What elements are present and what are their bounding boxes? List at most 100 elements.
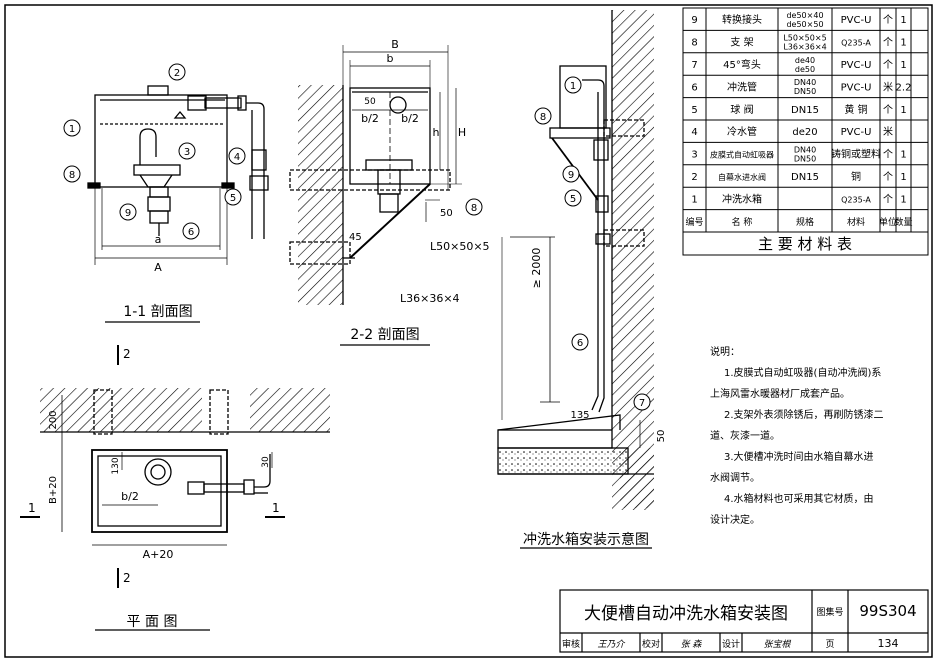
table-cell-spec: L36×36×4 [783,42,826,51]
callout-3: 3 [184,147,190,158]
table-cell-spec: DN40 [794,78,816,87]
table-cell-spec: DN50 [794,87,816,96]
table-cell-no: 8 [691,38,697,49]
dim-50-bracket: 50 [440,208,453,219]
dim-H: H [458,126,466,139]
cut-label-1-right: 1 [272,501,280,515]
table-cell-material: PVC-U [841,60,872,71]
table-cell-spec: de50 [795,65,815,74]
table-cell-spec: DN15 [791,172,819,183]
table-header-cell: 材料 [847,216,865,228]
table-cell-no: 5 [691,105,697,116]
check-label: 校对 [642,638,660,650]
title-block [559,589,929,653]
table-cell-spec: de40 [795,56,815,65]
notes-block: 说明： 1.皮膜式自动虹吸器(自动冲洗阀)系 上海风雷水暖器材厂成套产品。 2.… [710,342,910,531]
dim-30: 30 [261,456,271,468]
label-angle-l50: L50×50×5 [430,240,490,253]
notes-heading: 说明： [710,347,740,358]
table-cell-qty: 2.2 [896,82,912,93]
note-line-5: 3.大便槽冲洗时间由水箱自幕水进 [724,452,874,463]
table-cell-material: 铸铜或塑料 [831,148,881,161]
table-cell-no: 4 [691,127,697,138]
title-section-2-2: 2-2 剖面图 [350,327,419,343]
table-cell-qty: 1 [900,172,906,183]
table-cell-unit: 个 [883,149,893,161]
table-cell-unit: 个 [883,37,893,49]
dim-a-plus-20: A+20 [143,548,174,561]
table-header-cell: 编号 [685,216,703,228]
dim-50-floor: 50 [656,430,667,443]
note-line-4: 道、灰漆一道。 [710,431,780,442]
table-cell-name: 冲洗水箱 [722,192,762,205]
design-label: 设计 [722,638,740,650]
plan-view [20,345,330,631]
note-line-8: 设计决定。 [710,515,760,526]
note-line-3: 2.支架外表须除锈后，再刷防锈漆二 [724,410,884,421]
review-signature: 王乃介 [597,639,625,650]
table-cell-name: 冲洗管 [727,80,757,93]
note-line-7: 4.水箱材料也可采用其它材质，由 [724,494,874,505]
table-cell-name: 冷水管 [727,125,757,138]
callout-5-b: 5 [570,194,576,205]
title-plan: 平 面 图 [127,614,178,630]
table-header-cell: 数量 [894,216,912,228]
atlas-label: 图集号 [816,606,843,618]
dim-A: A [154,261,162,274]
dim-b-half-plan: b/2 [121,490,139,503]
dim-2000: ≥ 2000 [530,248,543,289]
note-line-1: 1.皮膜式自动虹吸器(自动冲洗阀)系 [724,368,882,379]
atlas-number: 99S304 [859,602,916,620]
table-cell-qty: 1 [900,60,906,71]
callouts [63,63,651,411]
cut-label-1-left: 1 [28,501,36,515]
table-cell-unit: 米 [883,125,893,138]
table-header-cell: 单位 [879,216,897,228]
table-cell-name: 支 架 [730,37,753,49]
page-number: 134 [878,637,899,650]
table-cell-unit: 个 [883,59,893,71]
callout-9: 9 [125,208,131,219]
table-cell-name: 转换接头 [722,13,762,26]
dim-200: 200 [48,410,59,429]
label-angle-l36: L36×36×4 [400,292,460,305]
table-cell-name: 45°弯头 [723,58,761,71]
table-cell-material: 铜 [851,171,861,183]
callout-8: 8 [69,170,75,181]
table-cell-no: 6 [691,82,697,93]
callout-9-b: 9 [568,170,574,181]
dim-h: h [433,126,440,139]
table-cell-name: 皮膜式自动虹吸器 [710,150,774,160]
install-view [497,10,654,549]
section-1-1-view [87,85,269,323]
table-cell-unit: 个 [883,104,893,116]
dim-B: B [391,38,399,51]
note-line-2: 上海风雷水暖器材厂成套产品。 [710,389,850,400]
table-cell-spec: de50×40 [786,11,823,20]
table-cell-spec: L50×50×5 [783,33,826,42]
table-cell-spec: DN40 [794,145,816,154]
callout-labels: 1 2 3 4 5 6 8 9 8 1 8 9 5 6 7 [69,68,645,409]
dim-b: b [387,52,394,65]
table-cell-spec: DN15 [791,105,819,116]
callout-6: 6 [188,227,194,238]
table-cell-unit: 个 [883,193,893,205]
dim-b-plus-20: B+20 [48,476,59,504]
table-cell-unit: 米 [883,80,893,93]
callout-1: 1 [69,124,75,135]
callout-5: 5 [230,193,236,204]
table-cell-spec: de20 [792,127,817,138]
title-install: 冲洗水箱安装示意图 [523,531,649,548]
dim-130: 130 [111,457,121,474]
dim-50-top: 50 [364,97,376,107]
table-cell-spec: de50×50 [786,20,823,29]
callout-8-c: 8 [540,112,546,123]
dim-a: a [155,233,162,246]
table-cell-material: Q235-A [841,39,871,48]
table-cell-unit: 个 [883,171,893,183]
cut-label-2-bottom: 2 [123,571,131,585]
note-line-6: 水阀调节。 [710,473,760,484]
